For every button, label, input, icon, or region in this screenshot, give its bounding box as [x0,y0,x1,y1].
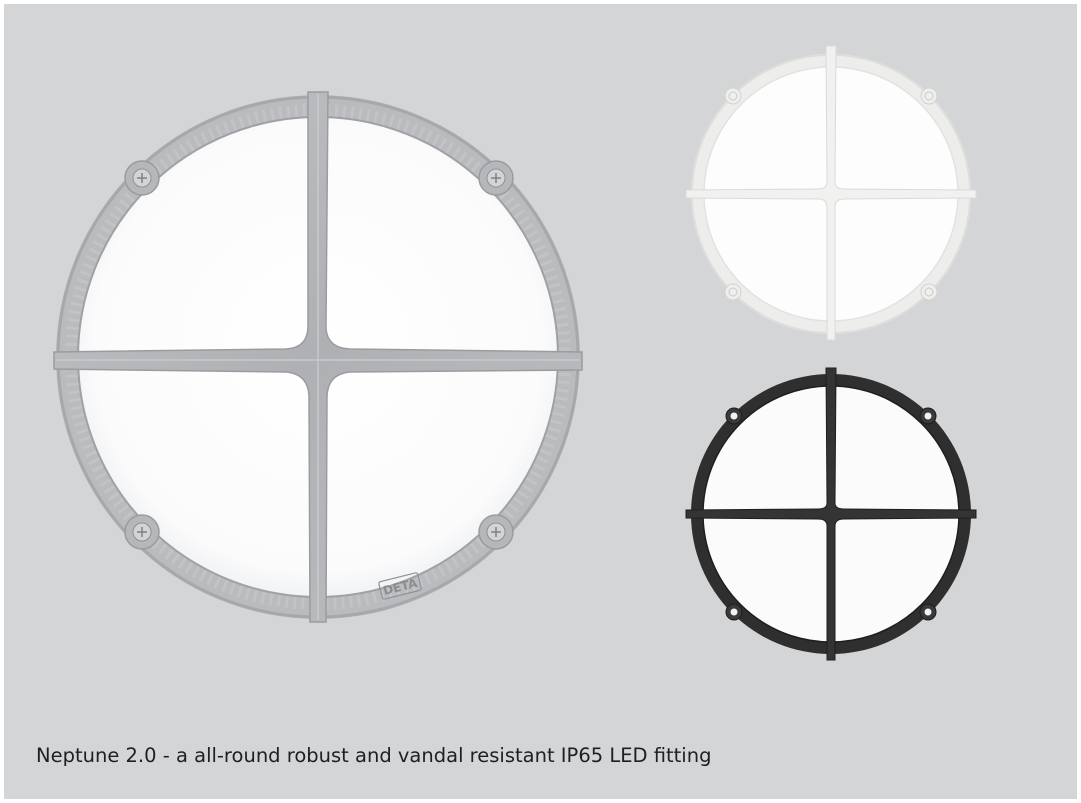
product-image-panel: DETA [4,4,1077,799]
galvanised-screw-lugs [124,160,514,550]
neptune-white-fitting [685,45,977,341]
neptune-black-fitting [685,367,977,661]
white-cross-guard [685,45,977,341]
galvanised-cross-guard [53,91,583,623]
black-cross-guard [685,367,977,661]
black-screw-lugs [725,407,937,621]
product-caption: Neptune 2.0 - a all-round robust and van… [36,744,712,767]
deta-logo-emboss: DETA [378,572,422,600]
white-screw-lugs [724,87,938,301]
neptune-galvanised-fitting: DETA [53,91,583,623]
